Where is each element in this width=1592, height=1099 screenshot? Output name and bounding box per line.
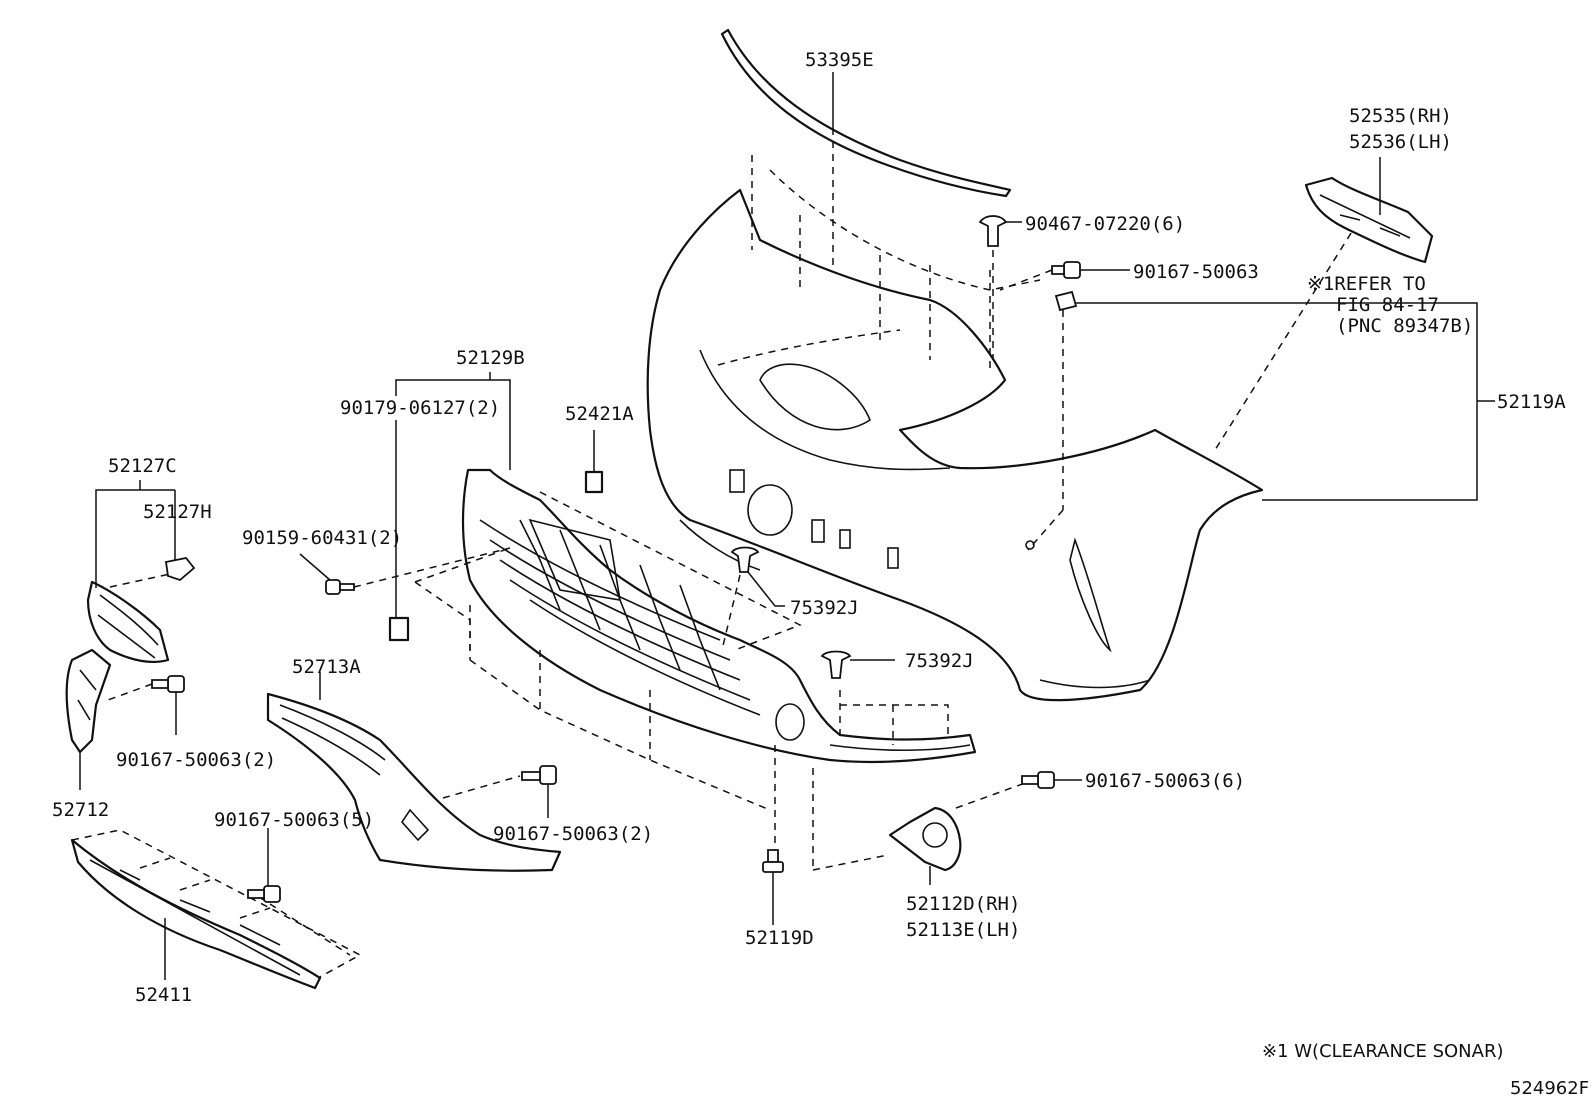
label-90167e: 90167-50063(6) [1085,770,1245,792]
part-75392J-clip-a [721,546,785,651]
part-52129B-grille [461,468,977,764]
label-90159: 90159-60431(2) [242,527,402,549]
label-90167c: 90167-50063(5) [214,809,374,831]
part-90179-clip [388,616,410,642]
fastener-90167-d [521,765,557,818]
fastener-90159 [299,547,511,595]
grille-hidden-lines [414,491,949,870]
fastener-90467-clip [978,215,1022,360]
label-53395E: 53395E [805,49,874,71]
footnote: ※1 W(CLEARANCE SONAR) [1262,1041,1503,1062]
label-90467: 90467-07220(6) [1025,213,1185,235]
label-refer-1: ※1REFER TO [1307,273,1426,295]
label-90179: 90179-06127(2) [340,397,500,419]
label-52112D: 52112D(RH) [906,893,1020,915]
fastener-speed-nut [1054,290,1470,312]
label-75392J-b: 75392J [905,650,974,672]
label-52113E: 52113E(LH) [906,919,1020,941]
bumper-hidden-lines [717,155,1359,551]
part-52535-bracket [1304,157,1434,264]
label-refer-3: (PNC 89347B) [1336,315,1473,337]
fastener-90167-e [1021,771,1082,789]
fastener-90167-c [247,828,281,903]
fastener-90167-bolt-top [999,261,1130,291]
part-52112D-bracket [812,781,1029,885]
part-52713A-garnish [266,672,562,872]
label-52536: 52536(LH) [1349,131,1452,153]
part-52119A-bumper-cover [646,188,1264,702]
leader-52129B [395,372,511,618]
part-52712-bracket [65,648,112,790]
part-52421A-block [584,430,604,494]
leader-52119A [1262,302,1495,501]
label-52713A: 52713A [292,656,361,678]
fastener-90167-b [107,675,185,735]
label-52411: 52411 [135,984,192,1006]
label-52119D: 52119D [745,927,814,949]
figure-code: 524962F [1510,1078,1589,1099]
label-52712: 52712 [52,799,109,821]
part-52411-spoiler [70,829,362,990]
label-52127H: 52127H [143,501,212,523]
label-90167a: 90167-50063 [1133,261,1259,283]
part-75392J-clip-b [820,650,895,679]
label-52127C: 52127C [108,455,177,477]
label-90167b: 90167-50063(2) [116,749,276,771]
label-90167d: 90167-50063(2) [493,823,653,845]
part-52127C-deflector [86,480,176,664]
label-52119A: 52119A [1497,391,1566,413]
label-52129B: 52129B [456,347,525,369]
label-52421A: 52421A [565,403,634,425]
label-75392J-a: 75392J [790,597,859,619]
part-52127H-clip [164,557,196,582]
part-52119D-screw [762,849,784,925]
label-refer-2: FIG 84-17 [1336,294,1439,316]
label-52535: 52535(RH) [1349,105,1452,127]
